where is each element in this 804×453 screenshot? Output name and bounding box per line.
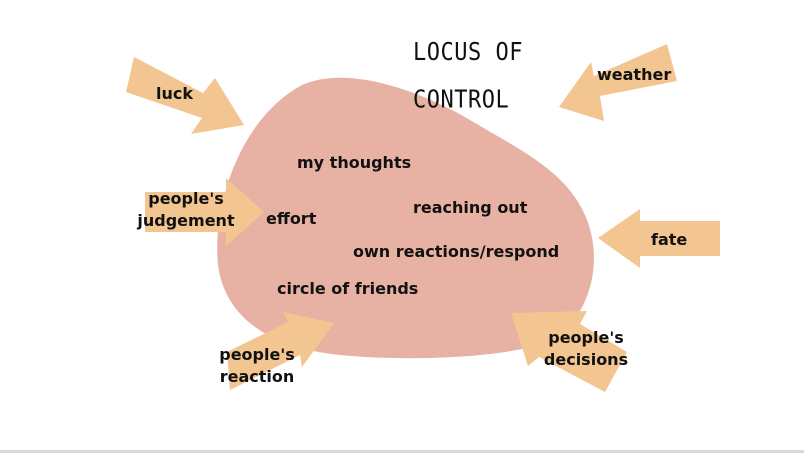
title-line-2: CONTROL [413, 86, 510, 114]
label-my-thoughts: my thoughts [297, 153, 412, 172]
label-reaching-out: reaching out [413, 198, 528, 217]
label-peoples-decisions: people's decisions [536, 327, 636, 371]
label-peoples-judgement: people's judgement [131, 188, 241, 232]
label-peoples-judgement-line1: people's [148, 189, 224, 208]
label-fate: fate [651, 230, 688, 249]
label-luck: luck [156, 84, 193, 103]
label-peoples-reaction: people's reaction [209, 344, 305, 388]
circle-of-control-blob [217, 77, 594, 359]
arrow-luck [126, 57, 244, 134]
arrow-fate [598, 209, 720, 268]
label-peoples-reaction-line1: people's [219, 345, 295, 364]
title-line-1: LOCUS OF [413, 38, 523, 67]
label-peoples-judgement-line2: judgement [137, 211, 235, 230]
bottom-rule [0, 450, 804, 453]
arrow-peoples-decisions [511, 311, 627, 392]
label-weather: weather [597, 65, 672, 84]
label-peoples-reaction-line2: reaction [219, 367, 295, 386]
label-circle-of-friends: circle of friends [277, 279, 419, 298]
arrow-peoples-reaction [227, 312, 334, 390]
diagram-title: LOCUS OF CONTROL [413, 30, 523, 124]
arrow-weather [559, 44, 677, 121]
label-peoples-decisions-line1: people's [548, 328, 624, 347]
label-own-reactions: own reactions/respond [353, 242, 560, 261]
label-effort: effort [266, 209, 317, 228]
arrow-peoples-judgement [145, 178, 264, 246]
label-peoples-decisions-line2: decisions [543, 350, 629, 369]
